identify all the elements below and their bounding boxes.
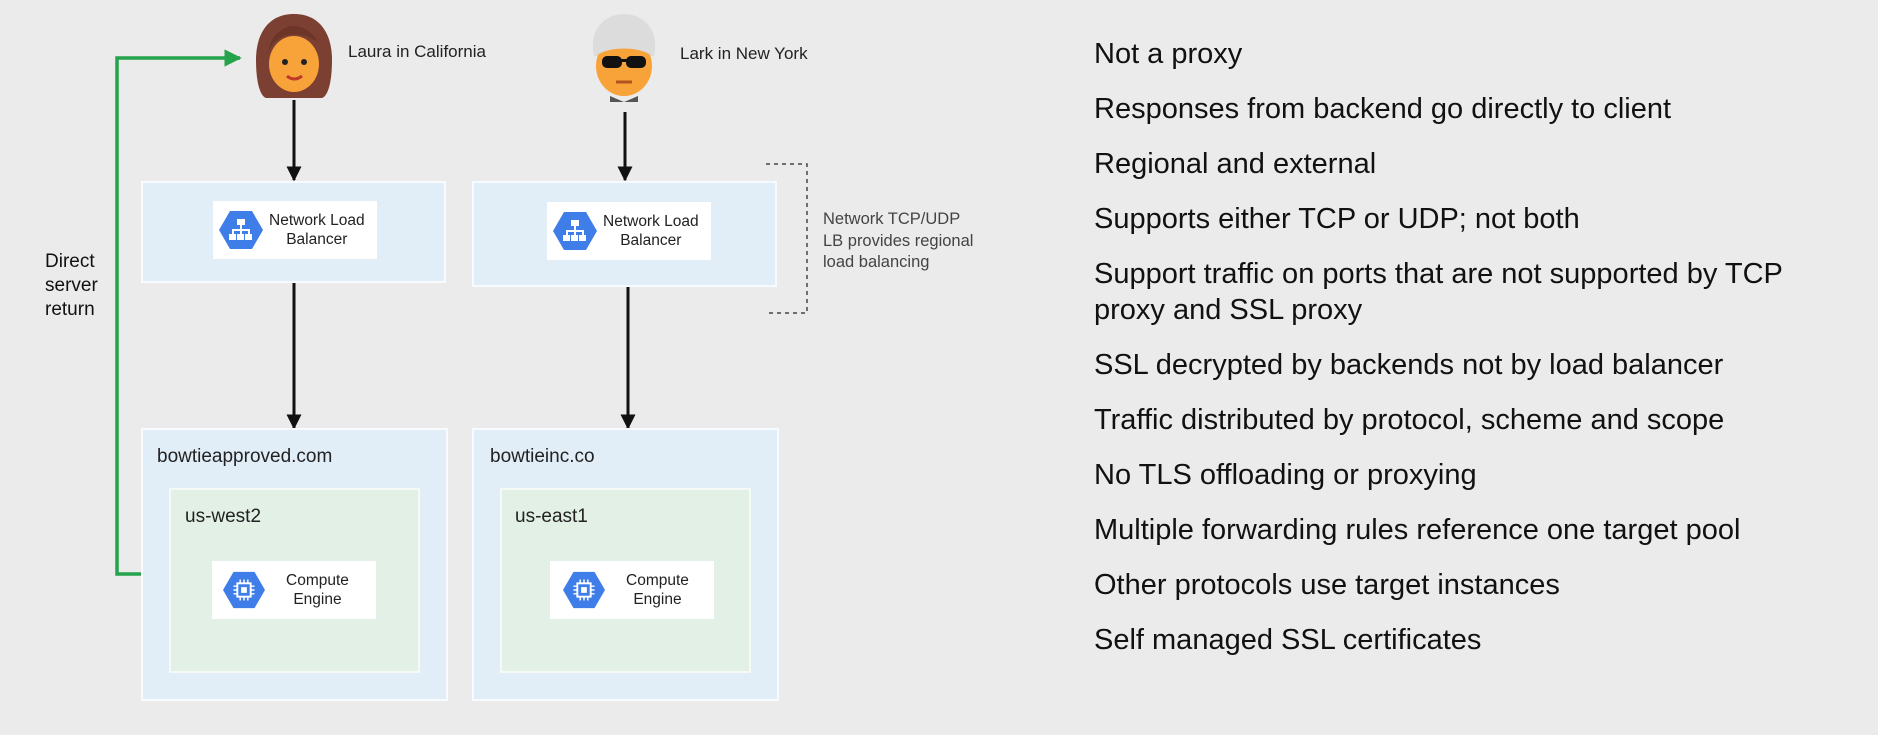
- feature-item: Not a proxy: [1094, 38, 1243, 70]
- direct-server-return-path: [115, 49, 242, 576]
- lb-box-west: Network Load Balancer: [141, 181, 446, 283]
- feature-item: Responses from backend go directly to cl…: [1094, 93, 1672, 125]
- feature-item: No TLS offloading or proxying: [1094, 459, 1477, 491]
- site-box-east: bowtieinc.co us-east1 Compute Engine: [472, 428, 779, 701]
- compute-engine-icon: [562, 568, 606, 612]
- regional-note: Network TCP/UDP LB provides regional loa…: [823, 209, 973, 274]
- network-load-balancer-icon: [553, 209, 597, 253]
- lb-box-east: Network Load Balancer: [472, 181, 777, 287]
- compute-engine-icon: [222, 568, 266, 612]
- direct-server-return-label: Direct server return: [45, 250, 98, 322]
- lb-label-line2: Balancer: [620, 232, 682, 249]
- lb-label-line1: Network Load: [603, 213, 699, 230]
- compute-card-west: Compute Engine: [212, 561, 376, 619]
- compute-label-line2: Engine: [633, 591, 682, 608]
- region-label: us-west2: [185, 506, 262, 527]
- feature-item: Support traffic on ports that are not su…: [1094, 258, 1783, 326]
- man-sunglasses-avatar-icon: [592, 14, 656, 102]
- lb-card-east: Network Load Balancer: [547, 202, 711, 260]
- user-lark-label: Lark in New York: [680, 44, 808, 63]
- site-domain: bowtieapproved.com: [157, 446, 333, 467]
- region-box-west: us-west2 Compute Engine: [169, 488, 420, 673]
- laura-avatar: [248, 12, 340, 98]
- lb-label-line2: Balancer: [286, 231, 348, 248]
- feature-item: Traffic distributed by protocol, scheme …: [1094, 404, 1725, 436]
- feature-item: Other protocols use target instances: [1094, 569, 1560, 601]
- region-box-east: us-east1 Compute Engine: [500, 488, 751, 673]
- lb-label-line1: Network Load: [269, 212, 365, 229]
- site-domain: bowtieinc.co: [490, 446, 595, 467]
- compute-label-line1: Compute: [286, 572, 349, 589]
- regional-note-line1: Network TCP/UDP: [823, 210, 961, 228]
- dsr-line1: Direct: [45, 251, 95, 272]
- woman-avatar-icon: [256, 14, 332, 98]
- feature-item: SSL decrypted by backends not by load ba…: [1094, 349, 1724, 381]
- compute-label-line2: Engine: [293, 591, 342, 608]
- site-box-west: bowtieapproved.com us-west2 Compute Engi…: [141, 428, 448, 701]
- feature-item: Multiple forwarding rules reference one …: [1094, 514, 1741, 546]
- regional-note-line3: load balancing: [823, 253, 930, 271]
- feature-list: Not a proxy Responses from backend go di…: [1094, 36, 1854, 677]
- compute-card-east: Compute Engine: [550, 561, 714, 619]
- region-label: us-east1: [515, 506, 588, 527]
- compute-label-line1: Compute: [626, 572, 689, 589]
- feature-item: Self managed SSL certificates: [1094, 624, 1482, 656]
- regional-note-line2: LB provides regional: [823, 231, 974, 250]
- dsr-line2: server: [45, 275, 98, 296]
- lark-avatar: [578, 12, 670, 102]
- regional-bracket: [766, 163, 808, 314]
- dsr-line3: return: [45, 299, 95, 320]
- user-laura-label: Laura in California: [348, 42, 486, 61]
- lb-card-west: Network Load Balancer: [213, 201, 377, 259]
- feature-item: Supports either TCP or UDP; not both: [1094, 203, 1580, 235]
- feature-item: Regional and external: [1094, 148, 1377, 180]
- network-load-balancer-icon: [219, 208, 263, 252]
